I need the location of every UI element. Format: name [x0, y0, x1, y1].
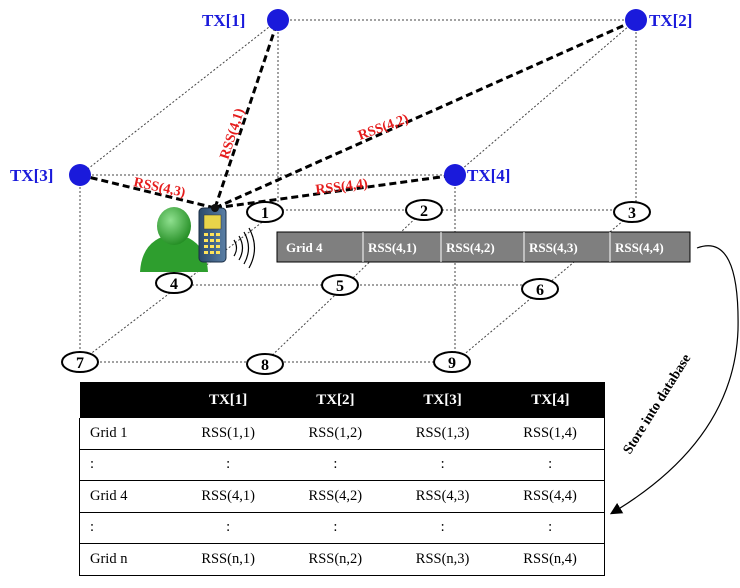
- signal-waves-icon: [233, 227, 256, 269]
- table-cell: RSS(4,1): [174, 480, 282, 513]
- svg-text:7: 7: [76, 355, 84, 372]
- grid-point-2: 2: [405, 199, 443, 221]
- table-cell: Grid n: [79, 543, 175, 576]
- rss-label-4-2: RSS(4,2): [356, 112, 411, 144]
- table-cell: :: [79, 512, 175, 544]
- bar-rss-4-4: RSS(4,4): [615, 240, 664, 255]
- transmitter-tx2: TX[2]: [625, 9, 692, 31]
- table-header: [79, 382, 175, 418]
- table-cell: RSS(1,1): [174, 418, 282, 450]
- store-label: Store into database: [621, 352, 695, 457]
- bar-grid-label: Grid 4: [286, 240, 323, 255]
- table-cell: RSS(1,2): [281, 418, 389, 450]
- table-cell: :: [496, 512, 606, 544]
- grid-point-9: 9: [433, 351, 471, 373]
- bar-rss-4-3: RSS(4,3): [529, 240, 578, 255]
- svg-text:9: 9: [448, 355, 456, 372]
- bar-rss-4-2: RSS(4,2): [446, 240, 495, 255]
- table-cell: RSS(4,4): [496, 480, 606, 513]
- table-cell: Grid 4: [79, 480, 175, 513]
- table-cell: :: [174, 449, 282, 481]
- grid-point-8: 8: [246, 353, 284, 375]
- rss-label-4-1: RSS(4,1): [218, 106, 249, 161]
- svg-text:8: 8: [261, 357, 269, 374]
- svg-text:3: 3: [628, 205, 636, 222]
- table-row: : : : : :: [79, 449, 606, 481]
- rss-label-4-4: RSS(4,4): [315, 177, 369, 198]
- svg-text:TX[4]: TX[4]: [467, 166, 510, 185]
- table-cell: RSS(n,1): [174, 543, 282, 576]
- svg-text:6: 6: [536, 282, 544, 299]
- table-cell: RSS(n,4): [496, 543, 606, 576]
- table-header-row: TX[1] TX[2] TX[3] TX[4]: [79, 382, 605, 418]
- table-cell: :: [79, 449, 175, 481]
- rss-label-4-3: RSS(4,3): [132, 175, 187, 201]
- table-row: Grid 1 RSS(1,1) RSS(1,2) RSS(1,3) RSS(1,…: [79, 418, 606, 450]
- grid-point-1: 1: [246, 201, 284, 223]
- table-cell: :: [388, 512, 497, 544]
- svg-text:TX[1]: TX[1]: [202, 11, 245, 30]
- table-header: TX[3]: [388, 382, 497, 418]
- table-cell: :: [388, 449, 497, 481]
- svg-text:TX[2]: TX[2]: [649, 11, 692, 30]
- table-header: TX[4]: [496, 382, 605, 418]
- svg-text:4: 4: [170, 276, 178, 293]
- table-cell: RSS(1,3): [388, 418, 497, 450]
- table-header: TX[1]: [174, 382, 282, 418]
- table-cell: :: [174, 512, 282, 544]
- transmitter-tx4: TX[4]: [444, 164, 510, 186]
- table-row: Grid 4 RSS(4,1) RSS(4,2) RSS(4,3) RSS(4,…: [79, 480, 606, 513]
- grid-point-6: 6: [521, 278, 559, 300]
- grid-point-4: 4: [155, 272, 193, 294]
- table-cell: RSS(n,3): [388, 543, 497, 576]
- bar-rss-4-1: RSS(4,1): [368, 240, 417, 255]
- table-row: : : : : :: [79, 512, 606, 544]
- table-row: Grid n RSS(n,1) RSS(n,2) RSS(n,3) RSS(n,…: [79, 543, 606, 576]
- measurement-bar: Grid 4 RSS(4,1) RSS(4,2) RSS(4,3) RSS(4,…: [276, 231, 691, 263]
- table-cell: :: [281, 449, 389, 481]
- table-cell: RSS(n,2): [281, 543, 389, 576]
- table-cell: :: [281, 512, 389, 544]
- table-cell: :: [496, 449, 606, 481]
- store-arrow: [609, 245, 739, 515]
- rss-links: [79, 18, 637, 210]
- table-cell: RSS(1,4): [496, 418, 606, 450]
- table-cell: RSS(4,2): [281, 480, 389, 513]
- svg-text:TX[3]: TX[3]: [10, 166, 53, 185]
- table-cell: Grid 1: [79, 418, 175, 450]
- phone-icon: [198, 204, 227, 263]
- fingerprint-database-table: TX[1] TX[2] TX[3] TX[4] Grid 1 RSS(1,1) …: [79, 382, 606, 576]
- grid-point-7: 7: [61, 351, 99, 373]
- table-cell: RSS(4,3): [388, 480, 497, 513]
- svg-text:1: 1: [261, 205, 269, 222]
- grid-point-3: 3: [613, 201, 651, 223]
- svg-text:2: 2: [420, 203, 428, 220]
- svg-text:5: 5: [336, 278, 344, 295]
- transmitter-tx3: TX[3]: [10, 164, 91, 186]
- transmitter-tx1: TX[1]: [202, 9, 289, 31]
- grid-point-5: 5: [321, 274, 359, 296]
- user-icon: [140, 207, 208, 272]
- table-header: TX[2]: [281, 382, 389, 418]
